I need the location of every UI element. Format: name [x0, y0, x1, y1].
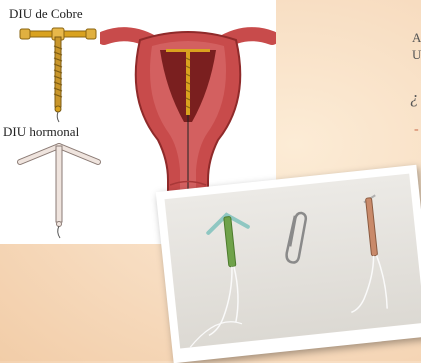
copper-iud-icon: [18, 24, 98, 124]
copper-iud-label: DIU de Cobre: [9, 6, 83, 22]
slide-text-line-1: A: [412, 30, 421, 46]
paperclip-icon: [282, 213, 310, 264]
slide-question-start: ¿: [410, 88, 419, 108]
hormonal-iud-label: DIU hormonal: [3, 124, 79, 140]
slide-bullet-1: -: [414, 122, 419, 138]
slide-text-line-2: U: [412, 47, 421, 63]
iud-photo: [156, 165, 421, 363]
hormonal-iud-icon: [14, 140, 104, 240]
iud-photo-content: [165, 174, 421, 349]
